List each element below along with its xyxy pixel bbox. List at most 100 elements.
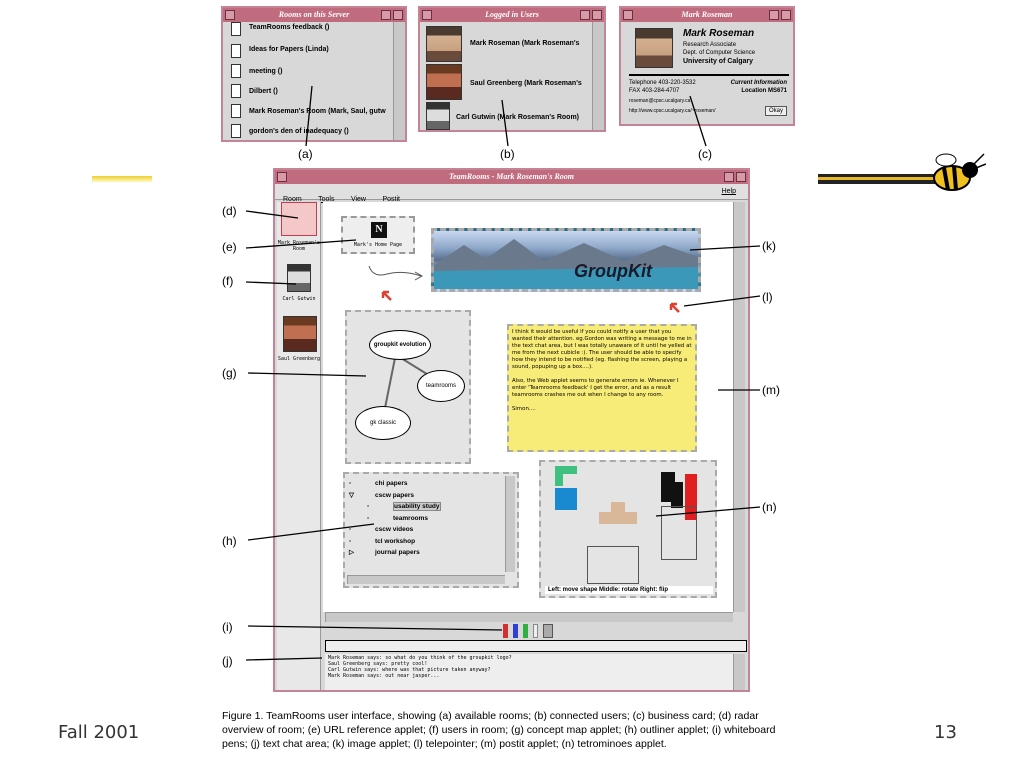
green-pen-icon[interactable] [523, 624, 528, 638]
user-item[interactable]: Mark Roseman (Mark Roseman's [470, 40, 580, 47]
chat-line: Saul Greenberg says: pretty cool! [328, 661, 428, 667]
user-item[interactable]: Carl Gutwin (Mark Roseman's Room) [456, 114, 580, 121]
label-n: (n) [762, 500, 777, 514]
menu-postit[interactable]: Postit [382, 196, 400, 203]
outliner-hscroll[interactable] [347, 575, 505, 584]
left-accent-bar [92, 176, 152, 182]
tetro-green2[interactable] [555, 466, 563, 486]
rooms-max-button[interactable] [393, 10, 403, 20]
outline-item[interactable]: ▽cscw papers [349, 491, 415, 499]
radar-overview[interactable] [281, 202, 317, 236]
room-icon [231, 84, 241, 98]
room-item[interactable]: TeamRooms feedback () [249, 24, 330, 31]
room-item[interactable]: Mark Roseman's Room (Mark, Saul, gutw [249, 108, 386, 115]
chat-area: Mark Roseman says: so what do you think … [325, 654, 733, 690]
postit-applet[interactable]: I think it would be useful if you could … [507, 324, 697, 452]
chat-scrollbar[interactable] [733, 654, 745, 690]
page-number: 13 [934, 722, 957, 743]
radar-label: Mark Roseman's Room [277, 240, 321, 252]
users-min-button[interactable] [580, 10, 590, 20]
footer-left: Fall 2001 [58, 722, 140, 743]
canvas-hscroll[interactable] [325, 612, 733, 622]
card-dept: Dept. of Computer Science [683, 50, 756, 56]
outliner-vscroll[interactable] [505, 476, 515, 572]
card-max-button[interactable] [781, 10, 791, 20]
concept-node[interactable]: gk classic [355, 406, 411, 440]
user-item[interactable]: Saul Greenberg (Mark Roseman's [470, 80, 582, 87]
card-email: roseman@cpsc.ucalgary.ca [629, 98, 691, 104]
tetro-green[interactable] [555, 466, 577, 474]
card-phone: Telephone 403-220-3532 [629, 80, 696, 86]
main-menu-button[interactable] [277, 172, 287, 182]
menu-help[interactable]: Help [721, 188, 736, 195]
concept-node[interactable]: groupkit evolution [369, 330, 431, 360]
menu-view[interactable]: View [350, 196, 366, 203]
users-titlebar[interactable]: Logged in Users [420, 8, 604, 22]
card-titlebar[interactable]: Mark Roseman [621, 8, 793, 22]
room-icon [231, 64, 241, 78]
menu-tools[interactable]: Tools [318, 196, 335, 203]
outline-item[interactable]: ▫cscw videos [349, 526, 414, 533]
outline-item[interactable]: ▫tcl workshop [349, 537, 416, 545]
card-title: Mark Roseman [681, 10, 733, 19]
card-okay-button[interactable]: Okay [764, 106, 787, 116]
chat-input[interactable] [325, 640, 747, 652]
blue-pen-icon[interactable] [513, 624, 518, 638]
outline-item[interactable]: ▫chi papers [349, 480, 408, 487]
card-min-button[interactable] [769, 10, 779, 20]
rooms-titlebar[interactable]: Rooms on this Server [223, 8, 405, 22]
figure-caption: Figure 1. TeamRooms user interface, show… [222, 710, 776, 750]
rooms-list: TeamRooms feedback () Ideas for Papers (… [223, 22, 393, 140]
label-h: (h) [222, 534, 237, 548]
concept-node[interactable]: teamrooms [417, 370, 465, 402]
room-canvas: N Mark's Home Page GroupKit groupkit evo… [323, 202, 733, 612]
white-pen-icon[interactable] [533, 624, 538, 638]
tetro-red[interactable] [685, 474, 697, 520]
outliner-applet[interactable]: ▫chi papers ▽cscw papers ▫usability stud… [343, 472, 519, 588]
menu-room[interactable]: Room [283, 196, 302, 203]
main-max-button[interactable] [736, 172, 746, 182]
room-item[interactable]: gordon's den of inadequacy () [249, 128, 349, 135]
room-item[interactable]: Dilbert () [249, 88, 278, 95]
outline-item[interactable]: ▷journal papers [349, 549, 420, 556]
users-max-button[interactable] [592, 10, 602, 20]
eraser-icon[interactable] [543, 624, 553, 638]
image-applet[interactable]: GroupKit [431, 228, 701, 292]
rooms-scrollbar[interactable] [393, 22, 405, 140]
card-current-label: Current Information [730, 80, 787, 86]
postit-text: I think it would be useful if you could … [512, 329, 692, 412]
main-titlebar[interactable]: TeamRooms - Mark Roseman's Room [275, 170, 748, 184]
users-title: Logged in Users [485, 10, 539, 19]
tetro-blue[interactable] [555, 488, 577, 510]
tetro-outline-l [661, 506, 697, 560]
red-pen-icon[interactable] [503, 624, 508, 638]
card-divider [629, 74, 789, 76]
tetro-outline-u [587, 546, 639, 584]
card-location: Location MS671 [741, 88, 787, 94]
url-applet[interactable]: N Mark's Home Page [341, 216, 415, 254]
users-menu-button[interactable] [422, 10, 432, 20]
label-l: (l) [762, 290, 773, 304]
label-k: (k) [762, 239, 776, 253]
concept-map-applet[interactable]: groupkit evolution teamrooms gk classic [345, 310, 471, 464]
chat-line: Mark Roseman says: out near jasper... [328, 673, 440, 679]
users-scrollbar[interactable] [592, 22, 604, 130]
rooms-min-button[interactable] [381, 10, 391, 20]
outline-item[interactable]: ▫usability study [367, 502, 441, 511]
room-item[interactable]: Ideas for Papers (Linda) [249, 46, 329, 53]
right-accent-bar [818, 174, 938, 184]
tetro-tan[interactable] [599, 512, 637, 524]
carl-room-label: Carl Gutwin [282, 296, 316, 302]
carl-avatar [426, 102, 450, 130]
room-icon [231, 124, 241, 138]
card-fax: FAX 403-284-4707 [629, 88, 680, 94]
tetro-black2[interactable] [671, 482, 683, 508]
outline-item[interactable]: ▫teamrooms [367, 514, 429, 522]
room-item[interactable]: meeting () [249, 68, 283, 75]
tetro-tan2[interactable] [611, 502, 625, 514]
carl-room-avatar [287, 264, 311, 292]
rooms-menu-button[interactable] [225, 10, 235, 20]
tetrominoes-applet[interactable]: Left: move shape Middle: rotate Right: f… [539, 460, 717, 598]
card-menu-button[interactable] [623, 10, 633, 20]
main-min-button[interactable] [724, 172, 734, 182]
